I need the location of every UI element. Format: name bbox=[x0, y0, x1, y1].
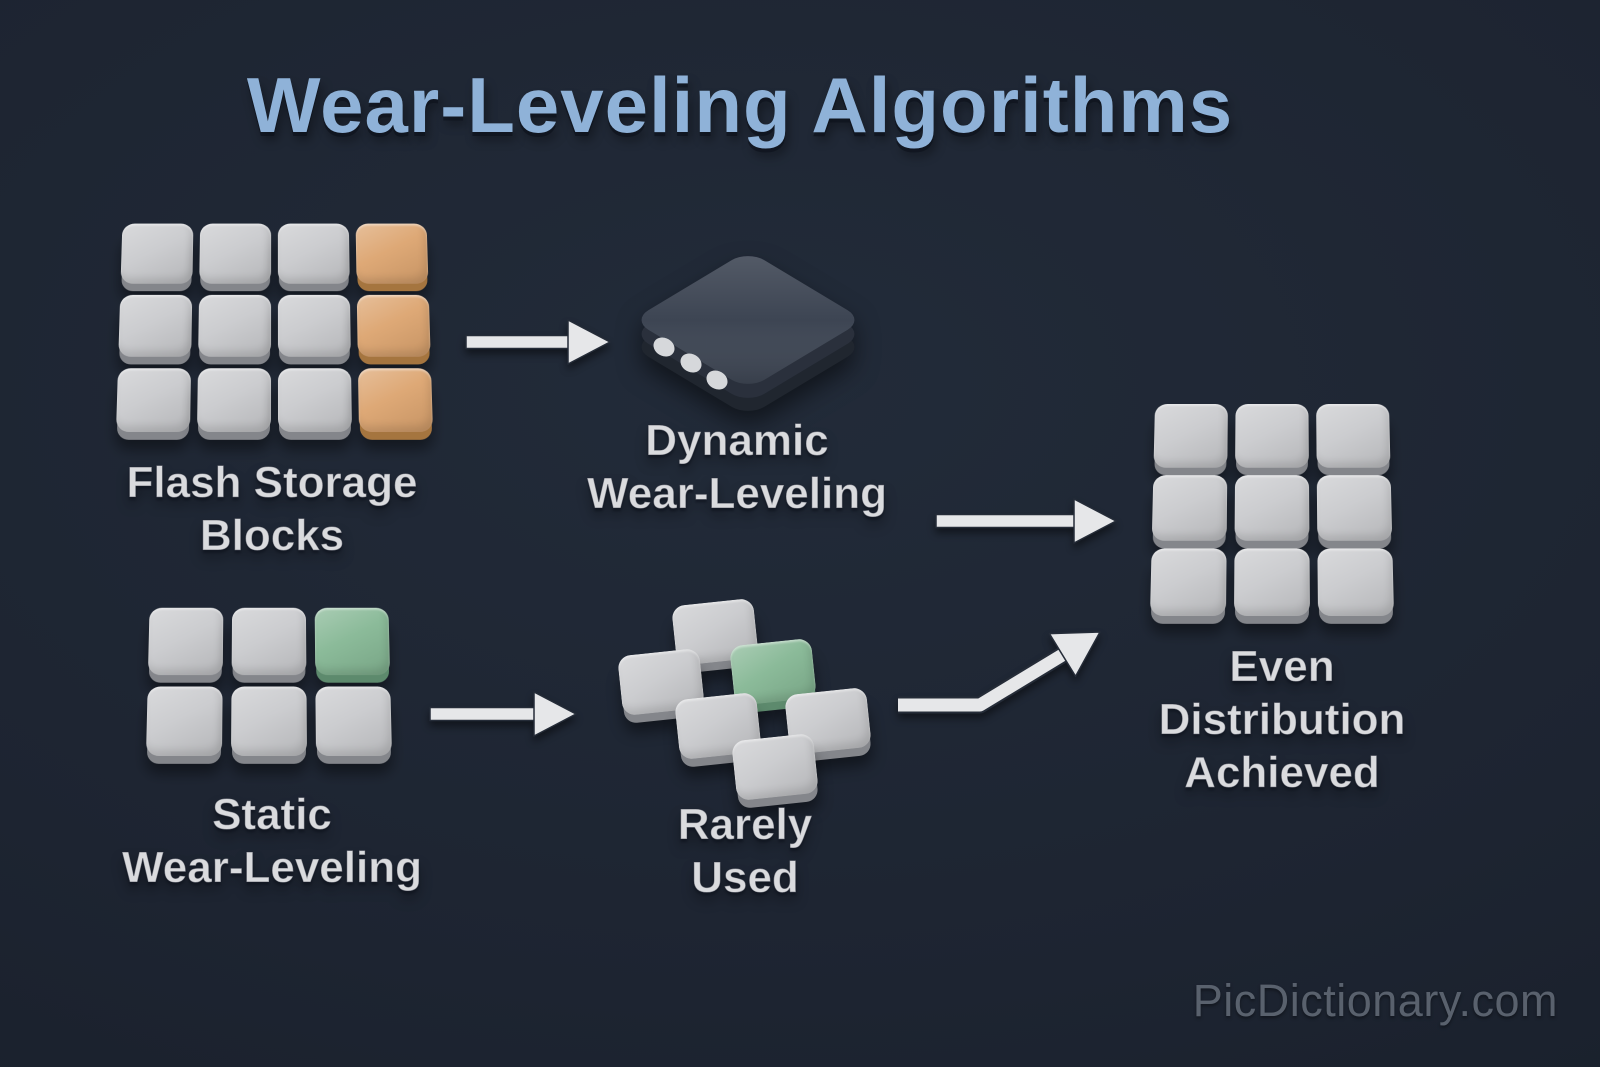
memory-block-gray bbox=[315, 686, 392, 756]
memory-block-gray bbox=[147, 607, 224, 676]
memory-block-gray bbox=[118, 294, 193, 357]
memory-block-gray bbox=[1234, 548, 1310, 616]
memory-block-orange bbox=[357, 368, 433, 432]
memory-block-gray bbox=[1317, 548, 1394, 616]
memory-block-gray bbox=[1150, 548, 1227, 616]
controller-chip-icon bbox=[641, 256, 855, 411]
flash-storage-grid bbox=[116, 223, 433, 432]
memory-block-gray bbox=[199, 223, 272, 284]
memory-block-gray bbox=[731, 732, 819, 802]
memory-block-orange bbox=[355, 223, 429, 284]
memory-block-orange bbox=[356, 294, 431, 357]
memory-block-gray bbox=[1316, 403, 1391, 468]
memory-block-gray bbox=[277, 368, 352, 432]
arrow-rarely-to-even-icon bbox=[898, 631, 1101, 714]
arrow-static-to-rarely-icon bbox=[429, 691, 577, 737]
watermark: PicDictionary.com bbox=[1192, 975, 1558, 1026]
memory-block-gray bbox=[277, 294, 351, 357]
memory-block-gray bbox=[197, 368, 272, 432]
memory-block-gray bbox=[1316, 475, 1393, 541]
page-title: Wear-Leveling Algorithms bbox=[246, 61, 1234, 149]
static-wear-leveling-label: Static Wear-Leveling bbox=[122, 790, 423, 893]
memory-block-gray bbox=[198, 294, 272, 357]
memory-block-gray bbox=[146, 686, 223, 756]
dynamic-wear-leveling-label: Dynamic Wear-Leveling bbox=[587, 416, 888, 519]
rarely-used-label: Rarely Used bbox=[677, 800, 813, 903]
memory-block-gray bbox=[231, 607, 307, 676]
static-wear-leveling-grid bbox=[146, 607, 392, 756]
memory-block-gray bbox=[116, 368, 192, 432]
memory-block-gray bbox=[1153, 403, 1228, 468]
memory-block-gray bbox=[1235, 403, 1309, 468]
arrow-flash-to-dynamic-icon bbox=[465, 319, 611, 365]
chip-dots-icon bbox=[653, 337, 728, 390]
arrow-dynamic-to-even-icon bbox=[935, 498, 1117, 544]
memory-block-gray bbox=[231, 686, 307, 756]
memory-block-green bbox=[314, 607, 391, 676]
even-distribution-label: Even Distribution Achieved bbox=[1158, 642, 1406, 798]
memory-block-gray bbox=[1151, 475, 1228, 541]
even-distribution-grid bbox=[1150, 403, 1394, 616]
memory-block-gray bbox=[1234, 475, 1310, 541]
memory-block-gray bbox=[120, 223, 194, 284]
memory-block-gray bbox=[277, 223, 350, 284]
flash-storage-label: Flash Storage Blocks bbox=[126, 458, 418, 561]
